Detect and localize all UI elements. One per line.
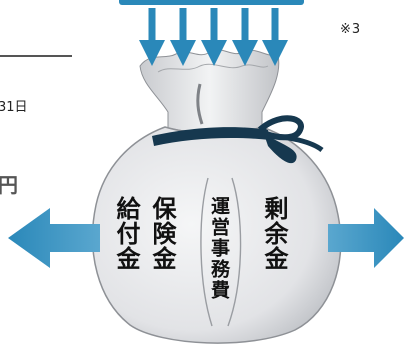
yen-fragment: 円: [0, 173, 18, 197]
bag-ribbon: [152, 115, 324, 164]
bag-top: [139, 49, 280, 134]
date-fragment: 31日: [0, 100, 28, 115]
label-insurance-money: 保険金: [148, 196, 176, 271]
down-arrow-icon: [139, 8, 288, 66]
label-benefit-money: 給付金: [112, 196, 140, 271]
inflow-banner: [119, 0, 304, 5]
label-operating-expenses: 運営事務費: [208, 196, 230, 301]
right-arrow-icon: [328, 208, 404, 268]
label-surplus: 剰余金: [260, 196, 288, 271]
reference-mark: ※3: [340, 22, 362, 37]
bag-body: [91, 126, 342, 344]
left-arrow-icon: [8, 208, 100, 268]
bag-center-band: [200, 177, 242, 327]
divider-line: [0, 55, 72, 57]
